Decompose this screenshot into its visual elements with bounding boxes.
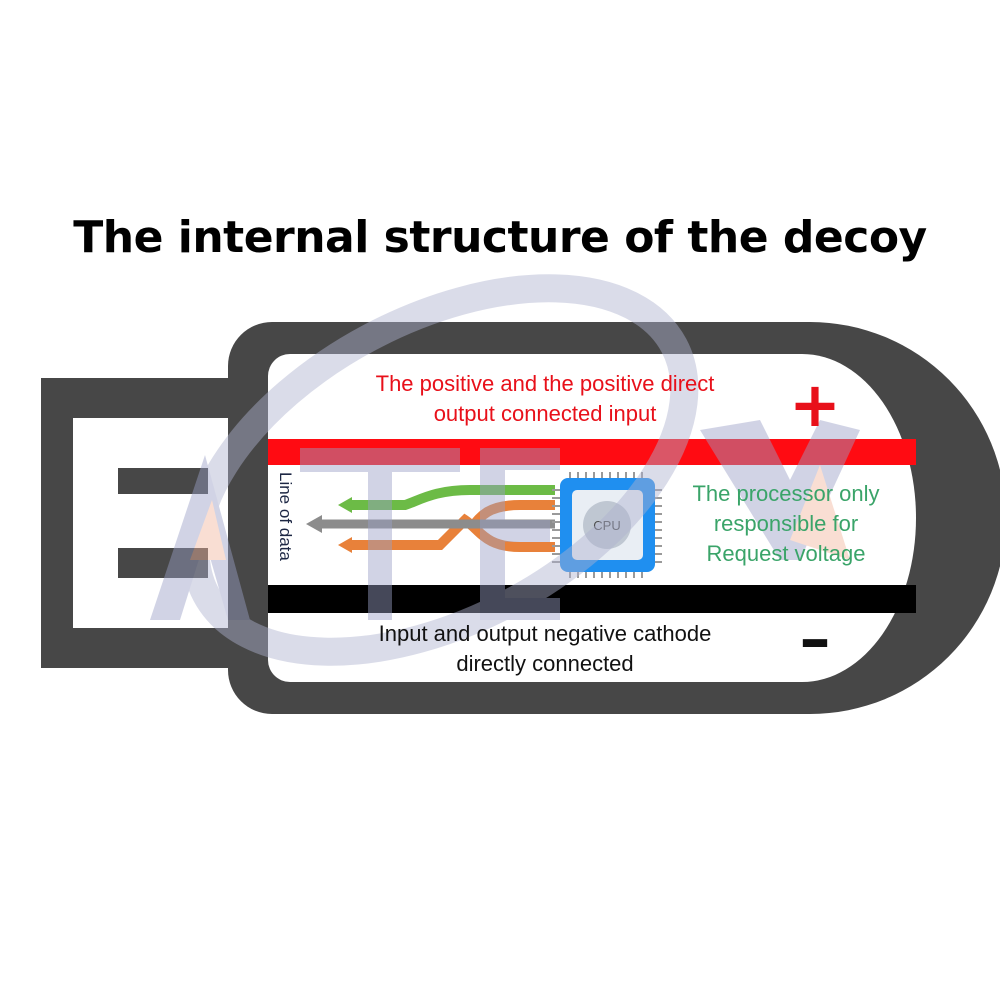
negative-label-line-1: Input and output negative cathode [378, 621, 712, 646]
negative-label-line-2: directly connected [456, 651, 634, 676]
data-line-label: Line of data [276, 472, 295, 561]
green-data-arrow [350, 485, 555, 510]
minus-sign: – [799, 602, 831, 675]
green-arrowhead [338, 497, 352, 513]
negative-rail-label: Input and output negative cathode direct… [300, 619, 790, 679]
processor-label: The processor only responsible for Reque… [666, 479, 906, 569]
gray-arrowhead [306, 515, 322, 533]
positive-rail-label: The positive and the positive direct out… [300, 369, 790, 429]
positive-label-line-2: output connected input [433, 401, 657, 426]
watermark-logo-icon [150, 274, 860, 666]
plus-sign: + [789, 368, 841, 441]
orange-arrowhead [338, 537, 352, 553]
negative-rail [268, 585, 916, 613]
processor-label-line-3: Request voltage [706, 541, 866, 566]
data-line-arrows [306, 485, 555, 553]
processor-label-line-1: The processor only [692, 481, 880, 506]
diagram-title: The internal structure of the decoy [73, 212, 927, 263]
positive-rail [268, 439, 916, 465]
usb-connector-icon [41, 378, 232, 668]
cpu-chip-icon: CPU [552, 472, 662, 578]
processor-label-line-2: responsible for [713, 511, 859, 536]
positive-label-line-1: The positive and the positive direct [375, 371, 715, 396]
cpu-chip-label: CPU [593, 518, 620, 533]
